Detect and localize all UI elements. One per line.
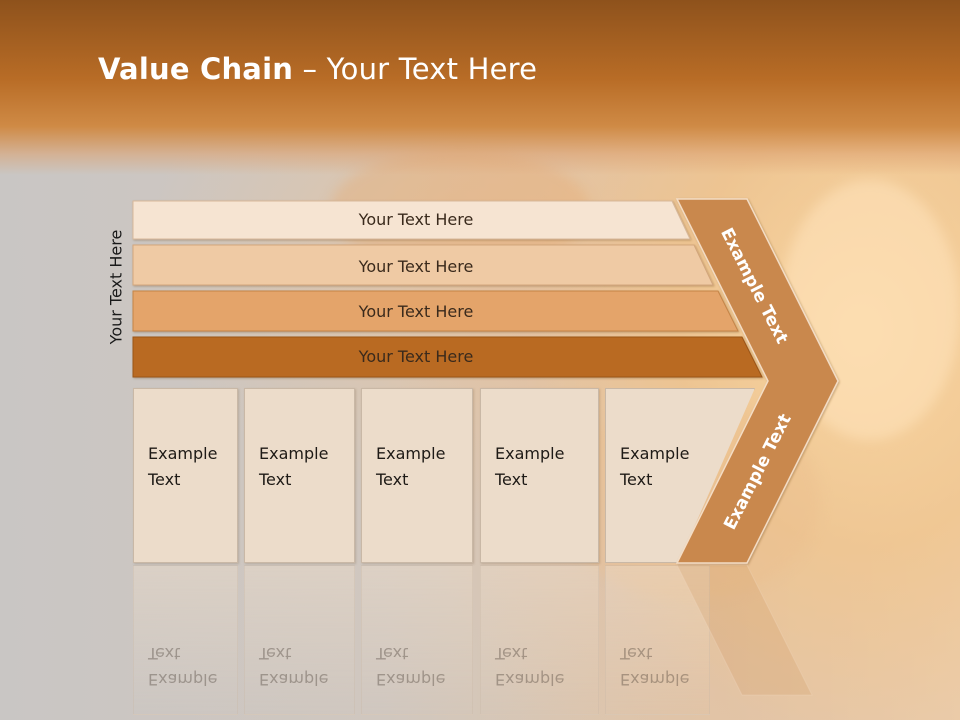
title-rest: – Your Text Here <box>293 52 538 86</box>
column-label: Example Text <box>148 444 218 489</box>
value-column[interactable]: Example Text <box>244 388 355 563</box>
column-label: Example Text <box>620 444 690 489</box>
band-2-label: Your Text Here <box>358 257 474 276</box>
band-4[interactable] <box>132 336 763 378</box>
column-label: Example Text <box>376 444 446 489</box>
value-column[interactable]: Example Text <box>480 388 599 563</box>
column-label: Example Text <box>495 444 565 489</box>
band-1-label: Your Text Here <box>358 210 474 229</box>
band-1[interactable] <box>132 200 691 240</box>
column-label: Example Text <box>259 444 329 489</box>
band-2[interactable] <box>132 244 714 286</box>
chevron-arrow[interactable] <box>675 198 839 564</box>
band-4-label: Your Text Here <box>358 347 474 366</box>
band-3-label: Your Text Here <box>358 302 474 321</box>
header-band <box>0 0 960 175</box>
slide-title: Value Chain – Your Text Here <box>98 52 537 86</box>
value-column[interactable]: Example Text <box>361 388 473 563</box>
title-bold: Value Chain <box>98 52 294 86</box>
value-column[interactable]: Example Text <box>133 388 238 563</box>
chevron-reflection <box>676 564 813 696</box>
band-3[interactable] <box>132 290 739 332</box>
